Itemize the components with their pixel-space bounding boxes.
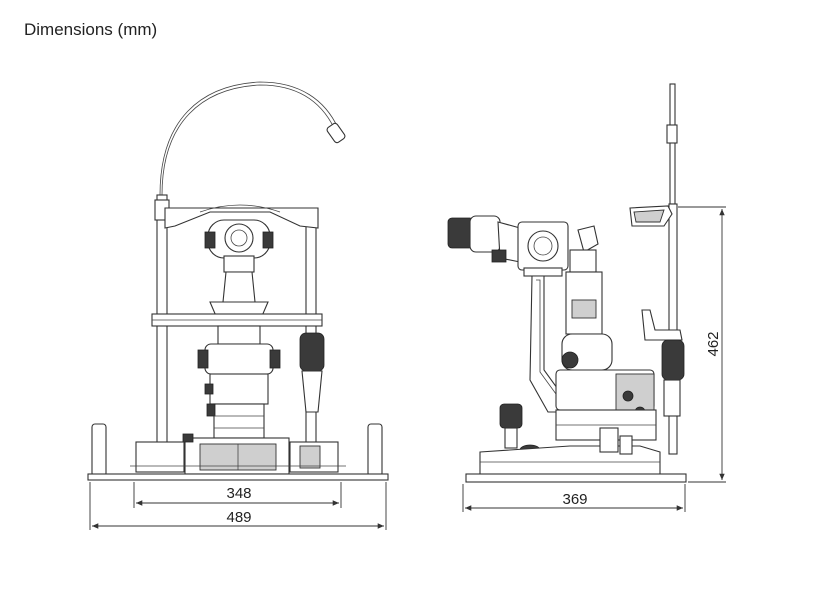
eyepiece [447,215,521,263]
side-dimensions [462,206,726,512]
side-view [447,83,687,483]
front-view [87,81,389,481]
page-title: Dimensions (mm) [24,20,158,39]
light-tip [326,122,346,144]
dimension-489: 489 [226,509,251,526]
front-dimensions [89,482,387,530]
dimension-462: 462 [705,331,722,356]
dimension-369: 369 [562,491,587,508]
dimension-348: 348 [226,485,251,502]
